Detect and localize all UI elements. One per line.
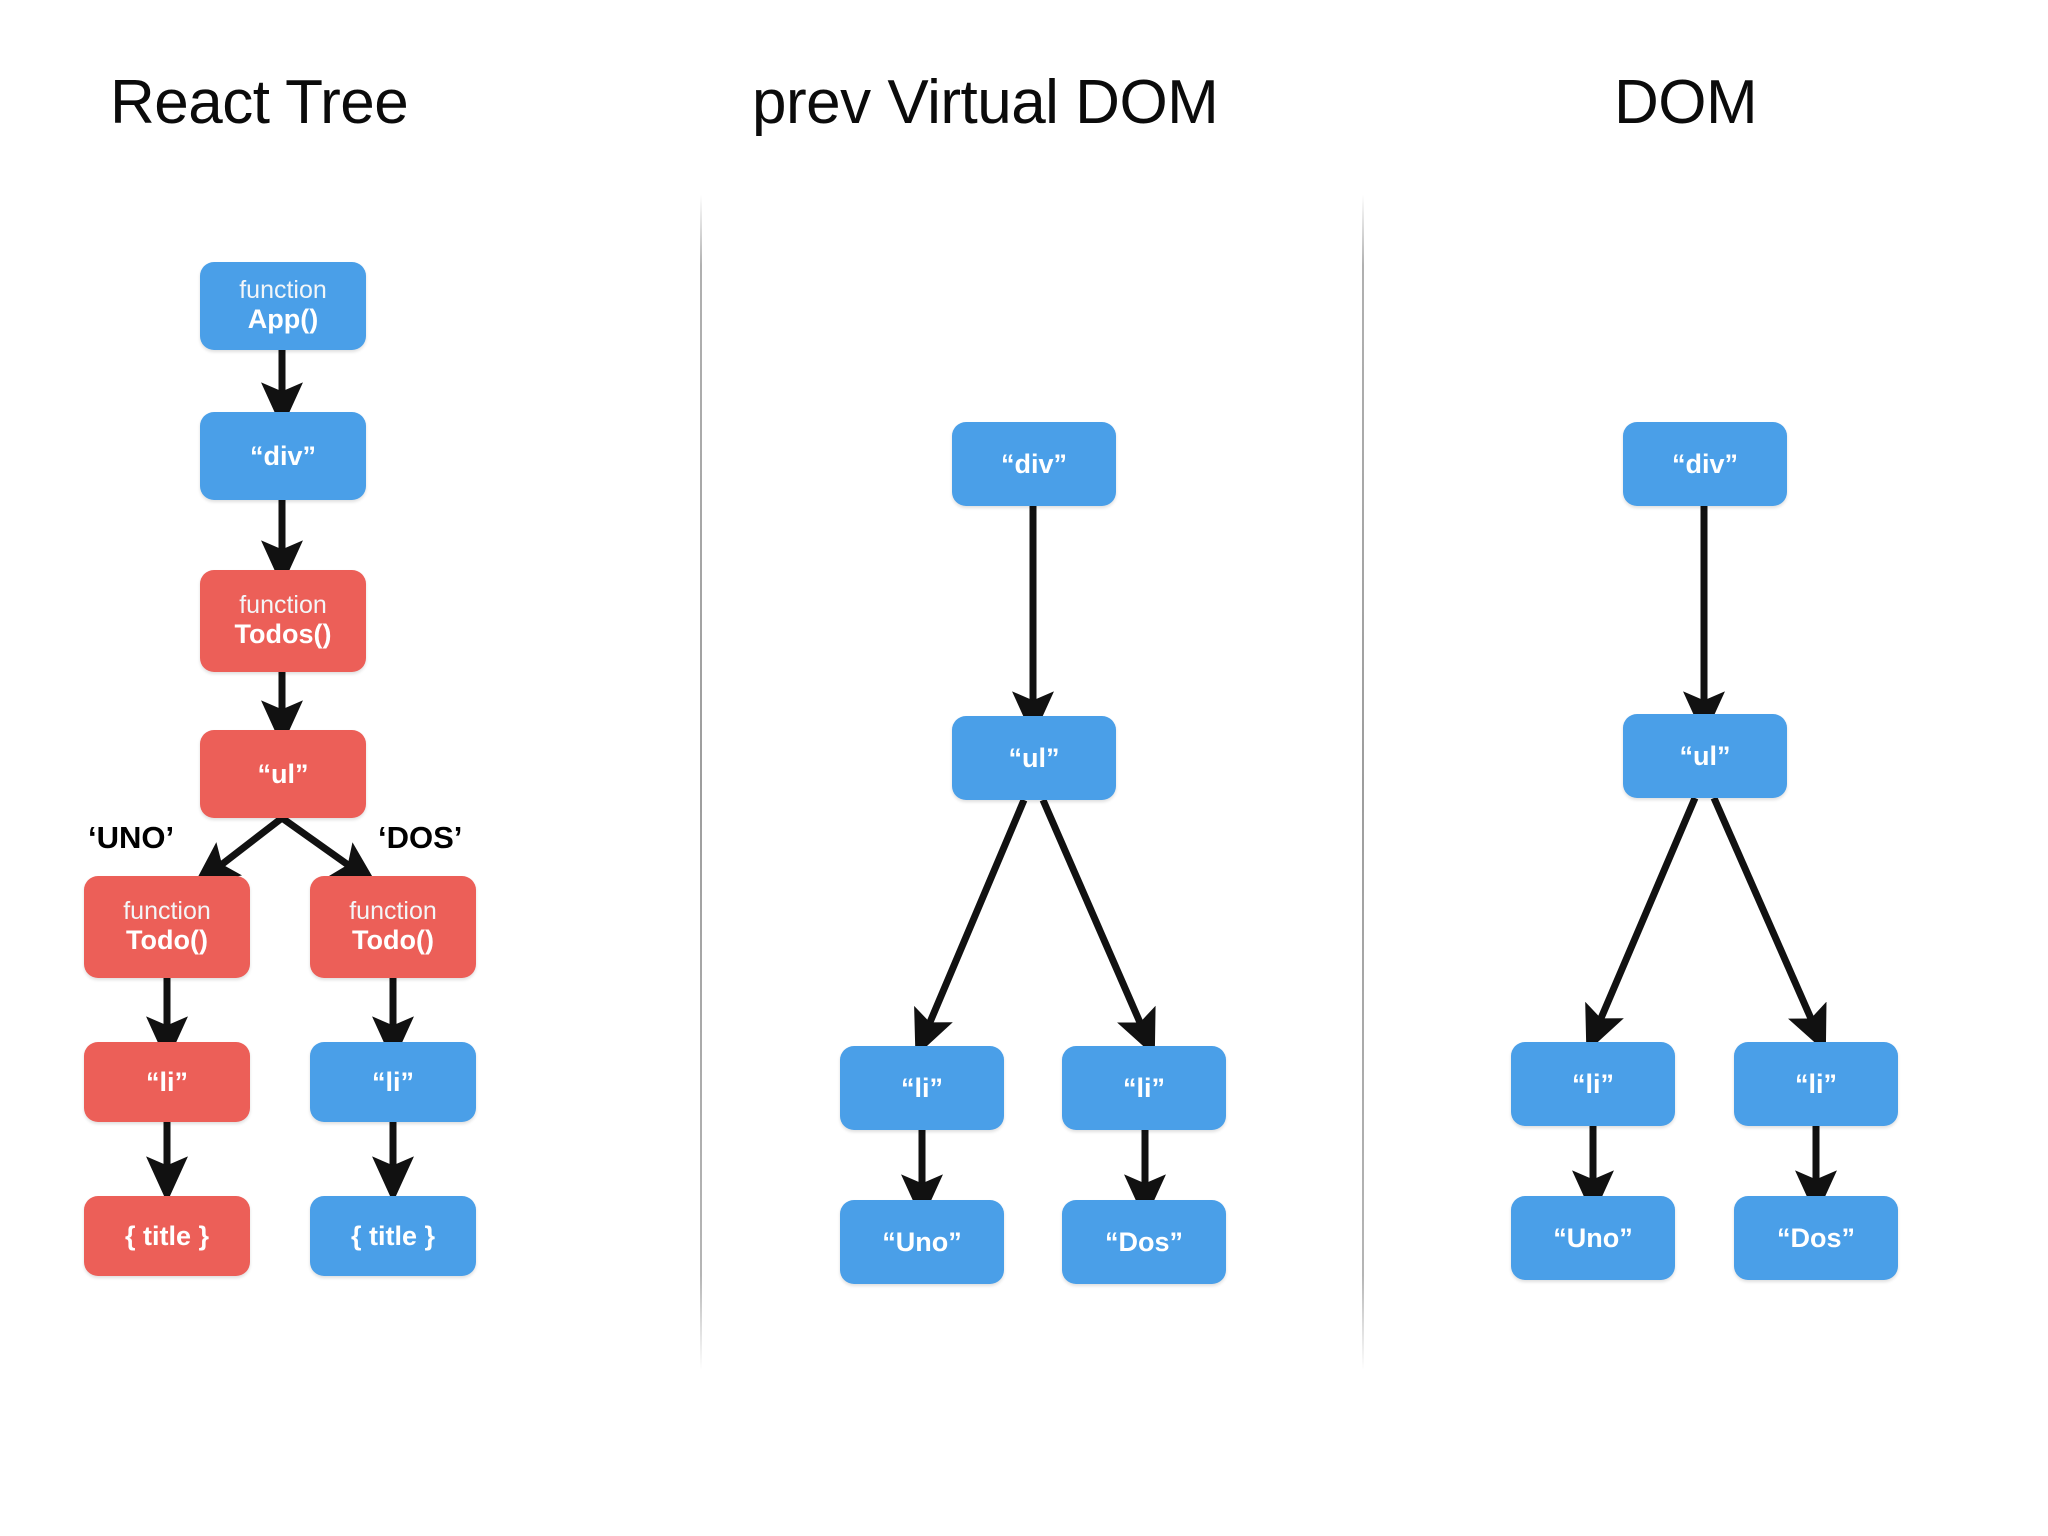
node-dom-li-left[interactable]: “li” (1511, 1042, 1675, 1126)
node-label: “div” (1000, 448, 1067, 479)
node-label: “Dos” (1776, 1222, 1855, 1253)
node-label-line2: App() (247, 304, 319, 335)
node-react-todos[interactable]: function Todos() (200, 570, 366, 672)
column-title-dom: DOM (1614, 68, 1758, 137)
node-label: “ul” (1679, 740, 1731, 771)
node-prev-div[interactable]: “div” (952, 422, 1116, 506)
node-label: { title } (350, 1220, 436, 1251)
node-label-line1: function (123, 897, 211, 926)
node-label-line1: function (239, 591, 327, 620)
node-prev-dos[interactable]: “Dos” (1062, 1200, 1226, 1284)
node-react-todo-left[interactable]: function Todo() (84, 876, 250, 978)
column-divider-left (700, 195, 702, 1370)
node-label-line1: function (349, 897, 437, 926)
node-label: “li” (1794, 1068, 1837, 1099)
node-react-li-right[interactable]: “li” (310, 1042, 476, 1122)
node-react-title-left[interactable]: { title } (84, 1196, 250, 1276)
edge-label-dos: ‘DOS’ (378, 820, 463, 855)
node-label: “ul” (257, 758, 309, 789)
node-label: “li” (900, 1072, 943, 1103)
node-label: “li” (371, 1066, 414, 1097)
node-react-ul[interactable]: “ul” (200, 730, 366, 818)
node-label-line2: Todo() (126, 925, 208, 956)
node-label: “Uno” (1553, 1222, 1633, 1253)
column-title-prev-virtual-dom: prev Virtual DOM (752, 68, 1219, 137)
node-label: “li” (1122, 1072, 1165, 1103)
node-react-li-left[interactable]: “li” (84, 1042, 250, 1122)
node-dom-div[interactable]: “div” (1623, 422, 1787, 506)
node-label: “li” (145, 1066, 188, 1097)
edge-label-uno: ‘UNO’ (88, 820, 175, 855)
node-dom-li-right[interactable]: “li” (1734, 1042, 1898, 1126)
node-label: “Dos” (1104, 1226, 1183, 1257)
node-label-line2: Todos() (234, 619, 332, 650)
node-prev-uno[interactable]: “Uno” (840, 1200, 1004, 1284)
node-label: “li” (1571, 1068, 1614, 1099)
node-prev-li-right[interactable]: “li” (1062, 1046, 1226, 1130)
node-react-div[interactable]: “div” (200, 412, 366, 500)
node-react-todo-right[interactable]: function Todo() (310, 876, 476, 978)
node-prev-ul[interactable]: “ul” (952, 716, 1116, 800)
node-label: { title } (124, 1220, 210, 1251)
node-react-app[interactable]: function App() (200, 262, 366, 350)
node-label: “Uno” (882, 1226, 962, 1257)
node-dom-uno[interactable]: “Uno” (1511, 1196, 1675, 1280)
node-react-title-right[interactable]: { title } (310, 1196, 476, 1276)
node-label: “ul” (1008, 742, 1060, 773)
node-dom-ul[interactable]: “ul” (1623, 714, 1787, 798)
node-label: “div” (1671, 448, 1738, 479)
column-title-react-tree: React Tree (110, 68, 409, 137)
node-dom-dos[interactable]: “Dos” (1734, 1196, 1898, 1280)
node-label-line1: function (239, 276, 327, 305)
node-label-line2: Todo() (352, 925, 434, 956)
column-divider-right (1362, 195, 1364, 1370)
node-label: “div” (249, 440, 316, 471)
node-prev-li-left[interactable]: “li” (840, 1046, 1004, 1130)
